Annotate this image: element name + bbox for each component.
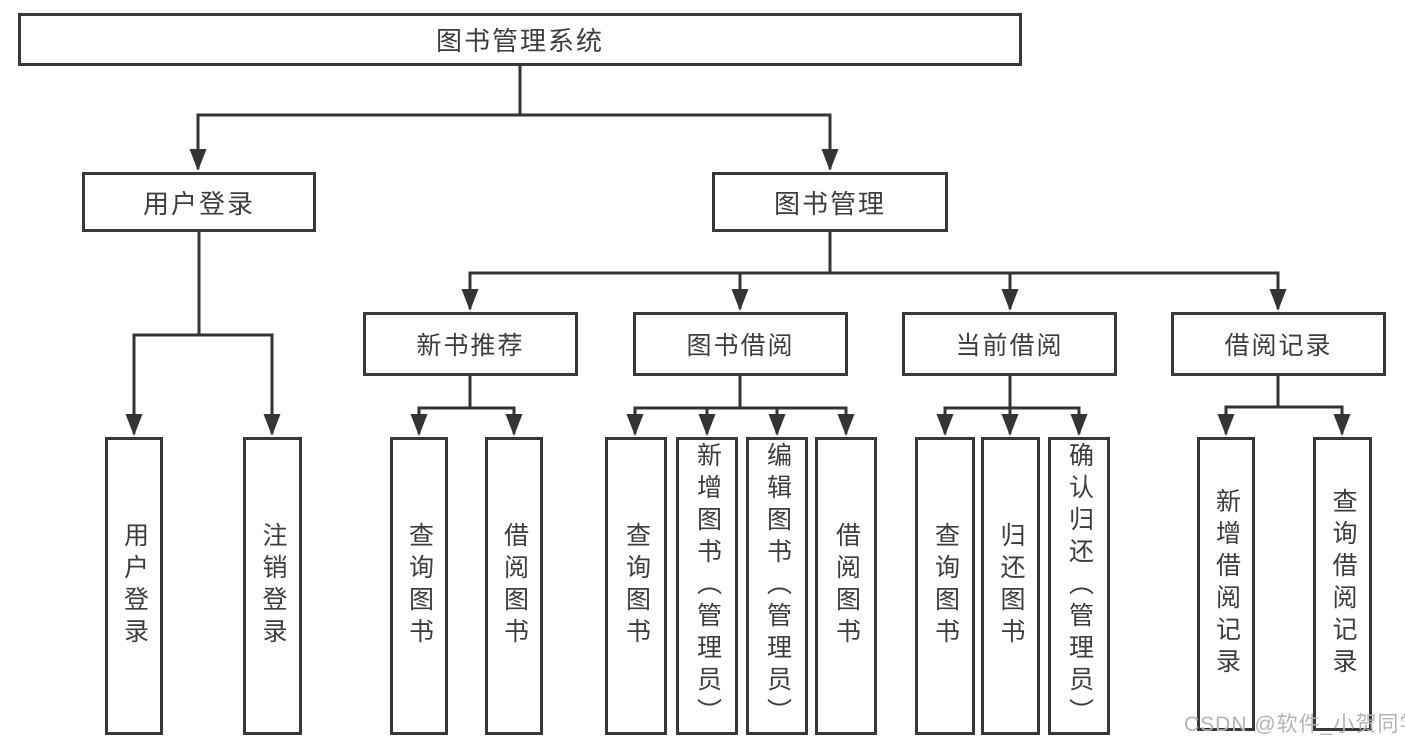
leaf-borrow-books-recommend-label: 借阅图书: [500, 522, 529, 650]
leaf-query-books-current-label: 查询图书: [931, 522, 960, 650]
leaf-confirm-return-admin-label: 确认归还（管理员）: [1065, 442, 1094, 730]
node-user-login: 用户登录: [82, 172, 316, 232]
leaf-borrow-books-recommend: 借阅图书: [485, 437, 543, 735]
node-root-label: 图书管理系统: [435, 26, 604, 56]
node-borrow-records-label: 借阅记录: [1224, 332, 1333, 360]
leaf-add-books-admin: 新增图书（管理员）: [676, 437, 738, 735]
leaf-user-login: 用户登录: [105, 437, 163, 735]
leaf-user-login-label: 用户登录: [120, 522, 149, 650]
leaf-edit-books-admin-label: 编辑图书（管理员）: [763, 442, 792, 730]
leaf-query-books-recommend: 查询图书: [390, 437, 448, 735]
node-current-borrow: 当前借阅: [902, 312, 1117, 376]
leaf-add-borrow-record-label: 新增借阅记录: [1212, 488, 1241, 680]
node-new-book-recommend: 新书推荐: [363, 312, 578, 376]
node-root-system: 图书管理系统: [18, 13, 1022, 66]
leaf-edit-books-admin: 编辑图书（管理员）: [746, 437, 808, 735]
leaf-query-borrow-record-label: 查询借阅记录: [1329, 488, 1357, 680]
node-user-login-label: 用户登录: [142, 188, 255, 219]
leaf-query-borrow-record: 查询借阅记录: [1313, 437, 1372, 731]
node-current-borrow-label: 当前借阅: [955, 332, 1064, 360]
leaf-logout-label: 注销登录: [259, 522, 287, 650]
leaf-query-books-borrow-label: 查询图书: [622, 522, 651, 650]
leaf-return-books-label: 归还图书: [997, 522, 1025, 650]
node-borrow-records: 借阅记录: [1171, 312, 1386, 376]
leaf-query-books-current: 查询图书: [915, 437, 975, 735]
leaf-return-books: 归还图书: [981, 437, 1040, 735]
node-book-management-label: 图书管理: [773, 188, 886, 219]
node-book-management: 图书管理: [712, 172, 948, 232]
leaf-logout: 注销登录: [243, 437, 302, 735]
leaf-add-books-admin-label: 新增图书（管理员）: [693, 442, 722, 730]
leaf-confirm-return-admin: 确认归还（管理员）: [1048, 437, 1110, 735]
leaf-add-borrow-record: 新增借阅记录: [1197, 437, 1255, 731]
leaf-query-books-borrow: 查询图书: [605, 437, 667, 735]
leaf-query-books-recommend-label: 查询图书: [405, 522, 434, 650]
node-book-borrow: 图书借阅: [633, 312, 848, 376]
node-book-borrow-label: 图书借阅: [686, 332, 795, 360]
csdn-watermark: CSDN @软件_小贺同学: [1184, 713, 1405, 736]
node-new-book-recommend-label: 新书推荐: [416, 332, 525, 360]
leaf-borrow-books: 借阅图书: [815, 437, 877, 735]
leaf-borrow-books-label: 借阅图书: [832, 522, 861, 650]
